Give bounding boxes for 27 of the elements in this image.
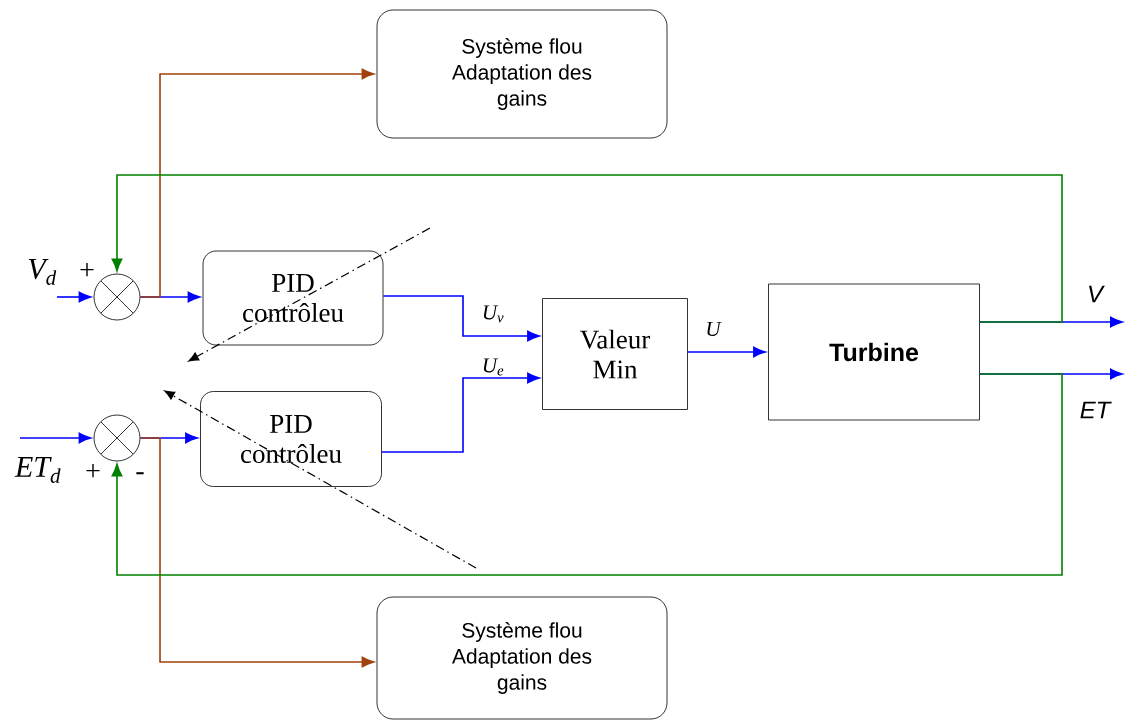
arrow	[381, 372, 540, 453]
arrow	[687, 346, 766, 358]
arrow	[382, 295, 540, 342]
edge-label: U$_{e}$	[483, 358, 504, 376]
edge-label: ET$_{d}$	[14, 457, 61, 483]
min-value-box: Valeur Min	[542, 298, 688, 410]
turbine-box: Turbine	[768, 283, 980, 421]
edge-label: V$_{d}$	[28, 259, 57, 285]
summing-junction	[93, 414, 141, 462]
edge-label: U$_{v}$	[483, 305, 504, 323]
arrow	[111, 174, 1063, 323]
edge-label: ET	[1080, 401, 1112, 419]
edge-label: V	[1089, 285, 1105, 303]
arrow	[139, 68, 375, 298]
arrow	[139, 437, 375, 668]
arrow	[111, 373, 1063, 576]
fuzzy-system-box: Système flou Adaptation des gains	[376, 596, 668, 720]
pid-controller-box: PID contrôleu	[202, 250, 384, 346]
fuzzy-system-box: Système flou Adaptation des gains	[376, 9, 668, 139]
arrow	[56, 291, 92, 303]
sign-label: +	[86, 464, 100, 478]
summing-junction	[93, 273, 141, 321]
sign-label: +	[80, 263, 94, 277]
pid-controller-box: PID contrôleu	[200, 391, 382, 487]
arrow	[19, 432, 92, 444]
edge-label: U	[707, 322, 722, 336]
sign-label: -	[136, 472, 144, 475]
